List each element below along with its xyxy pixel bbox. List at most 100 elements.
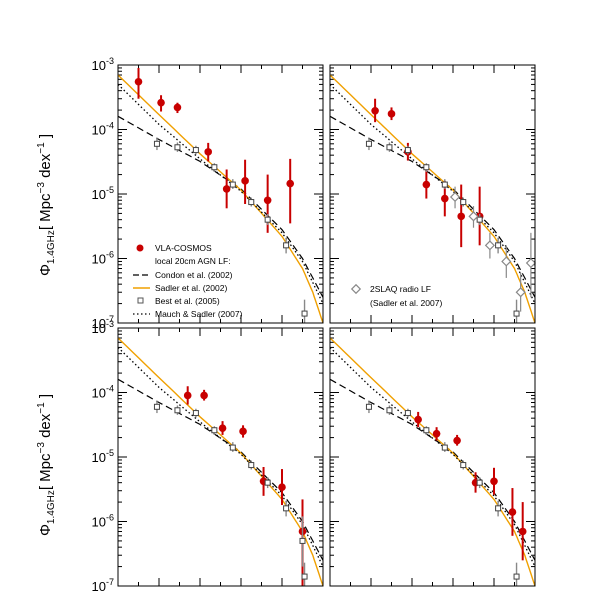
ylabel-bottom: Φ1.4GHz[ Mpc−3 dex−1 ]: [36, 394, 57, 536]
vla-point: [278, 483, 286, 492]
vla-point: [286, 179, 295, 188]
best-point: [386, 144, 393, 151]
vla-point: [432, 429, 441, 438]
vla-point: [490, 477, 498, 486]
best-point: [299, 537, 306, 544]
vla-point: [263, 196, 272, 205]
y-tick-label: 10-5: [92, 448, 114, 465]
best-point: [513, 573, 520, 580]
model-curve: [330, 83, 535, 306]
vla-point: [204, 148, 212, 156]
best-point: [441, 181, 448, 188]
panel-top-right: [329, 64, 536, 324]
best-point: [153, 403, 160, 410]
best-point: [248, 199, 255, 206]
svg-text:Φ1.4GHz[ Mpc−3 dex−1 ]: Φ1.4GHz[ Mpc−3 dex−1 ]: [36, 394, 57, 536]
best-point: [301, 573, 308, 580]
y-tick-label: 10-4: [92, 121, 114, 138]
best-point: [423, 164, 430, 171]
twoslaq-point: [515, 287, 526, 298]
best-point: [386, 407, 393, 414]
twoslaq-point: [525, 257, 536, 269]
best-point: [174, 144, 181, 151]
legend-condon-label: Condon et al. (2002): [155, 270, 233, 280]
vla-point: [422, 180, 431, 189]
best-point: [404, 410, 411, 417]
best-point: [229, 444, 236, 451]
legend-best-marker: [137, 297, 144, 304]
y-tick-label: 10-6: [92, 250, 114, 267]
svg-text:Φ1.4GHz[ Mpc−3 dex−1 ]: Φ1.4GHz[ Mpc−3 dex−1 ]: [36, 134, 57, 276]
y-tick-label: 10-3: [92, 56, 114, 73]
model-curve: [330, 346, 535, 569]
panel-top-left: 10-3 10-4 10-5 10-6 10-7: [92, 56, 324, 331]
vla-point: [222, 185, 231, 193]
twoslaq-point: [501, 256, 512, 267]
vla-point: [183, 391, 192, 400]
best-point: [264, 216, 271, 223]
model-curve: [330, 115, 535, 299]
legend-vla-label: VLA-COSMOS: [155, 243, 212, 253]
best-point: [441, 444, 448, 451]
y-tick-label: 10-4: [92, 384, 114, 401]
legend-main: VLA-COSMOS local 20cm AGN LF: Condon et …: [133, 243, 243, 319]
vla-point: [535, 508, 543, 516]
y-tick-label: 10-5: [92, 185, 114, 202]
panel-bottom-left: 10-310-410-510-610-7: [92, 319, 324, 594]
legend-2slaq-label-2: (Sadler et al. 2007): [370, 298, 442, 308]
vla-point: [457, 212, 466, 221]
model-curve: [118, 83, 323, 306]
model-curve: [330, 337, 535, 586]
best-point: [153, 140, 160, 147]
legend-2slaq: 2SLAQ radio LF (Sadler et al. 2007): [350, 283, 442, 308]
best-point: [423, 427, 430, 434]
panel-bottom-right: [329, 327, 543, 587]
twoslaq-point: [484, 240, 495, 251]
best-point: [192, 410, 199, 417]
y-tick-label: 10-7: [92, 314, 114, 331]
vla-point: [518, 527, 527, 536]
vla-point: [453, 436, 461, 445]
best-point: [365, 403, 372, 410]
panel-frame: [329, 64, 536, 324]
vla-point: [218, 424, 227, 432]
panel-frame: [117, 327, 324, 587]
best-point: [301, 310, 308, 317]
twoslaq-point: [449, 191, 461, 203]
vla-point: [157, 98, 165, 107]
vla-point: [241, 177, 249, 185]
best-point: [476, 479, 483, 486]
best-point: [513, 310, 520, 317]
best-point: [229, 181, 236, 188]
best-point: [460, 462, 467, 469]
legend-2slaq-label-1: 2SLAQ radio LF: [370, 284, 431, 294]
best-point: [476, 216, 483, 223]
legend-sadler-label: Sadler et al. (2002): [155, 283, 227, 293]
twoslaq-point: [468, 211, 479, 222]
legend-mauch-label: Mauch & Sadler (2007): [155, 309, 243, 319]
best-point: [211, 164, 218, 171]
best-point: [283, 505, 290, 512]
vla-point: [414, 415, 422, 424]
best-point: [264, 479, 271, 486]
y-tick-label: 10-3: [92, 319, 114, 336]
vla-point: [441, 194, 449, 203]
best-point: [404, 147, 411, 154]
y-tick-label: 10-7: [92, 577, 114, 594]
ylabel-top: Φ1.4GHz[ Mpc−3 dex−1 ]: [36, 134, 57, 276]
vla-point: [508, 508, 517, 516]
vla-point: [239, 427, 247, 436]
model-curve: [118, 115, 323, 299]
vla-point: [173, 103, 182, 112]
best-point: [460, 199, 467, 206]
best-point: [192, 147, 199, 154]
model-curve: [118, 378, 323, 562]
vla-point: [134, 77, 143, 86]
legend-header: local 20cm AGN LF:: [155, 256, 231, 266]
vla-point: [200, 391, 208, 400]
model-curve: [118, 346, 323, 569]
panel-frame: [329, 327, 536, 587]
best-point: [174, 407, 181, 414]
